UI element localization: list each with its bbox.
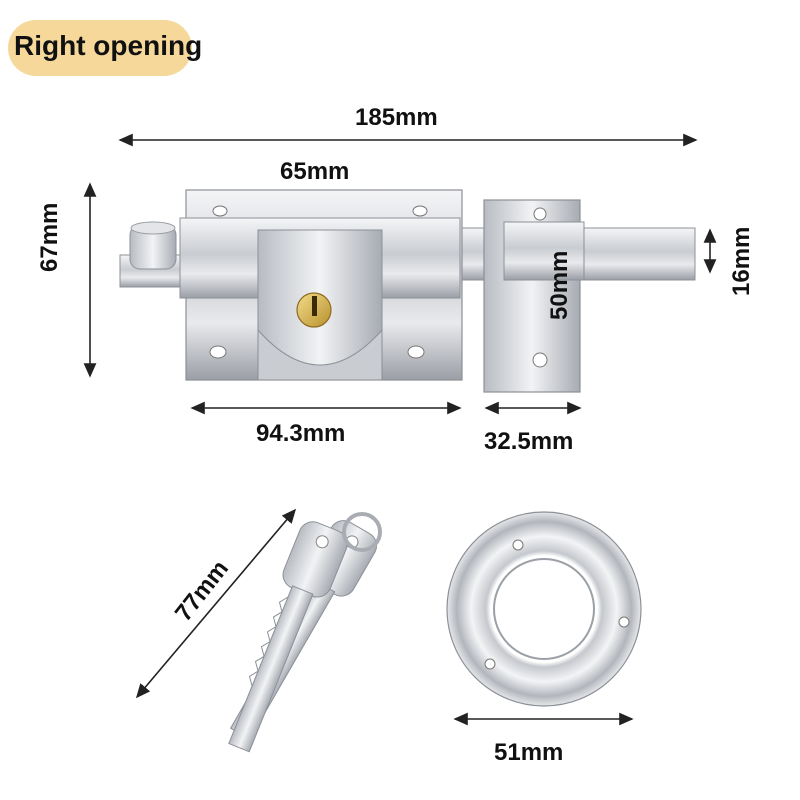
keeper-plate <box>483 199 585 393</box>
bolt-knob <box>129 221 177 270</box>
overall-length-label: 185mm <box>355 104 438 131</box>
bolt-height-label: 16mm <box>728 226 755 296</box>
keys <box>228 520 378 753</box>
hole-spacing-label: 65mm <box>280 158 350 185</box>
escutcheon-ring <box>446 511 642 707</box>
opening-badge-label: Right opening <box>14 30 203 61</box>
keeper-width-label: 32.5mm <box>484 428 574 455</box>
body-width-label: 94.3mm <box>256 420 346 447</box>
opening-badge <box>8 20 192 76</box>
lock-body <box>179 189 463 381</box>
ring-diameter-label: 51mm <box>494 739 564 766</box>
key-cylinder <box>296 292 332 328</box>
key-length-line <box>135 508 297 699</box>
height-label: 67mm <box>36 202 63 272</box>
keeper-height-label: 50mm <box>546 250 573 320</box>
key-ring <box>342 512 382 552</box>
